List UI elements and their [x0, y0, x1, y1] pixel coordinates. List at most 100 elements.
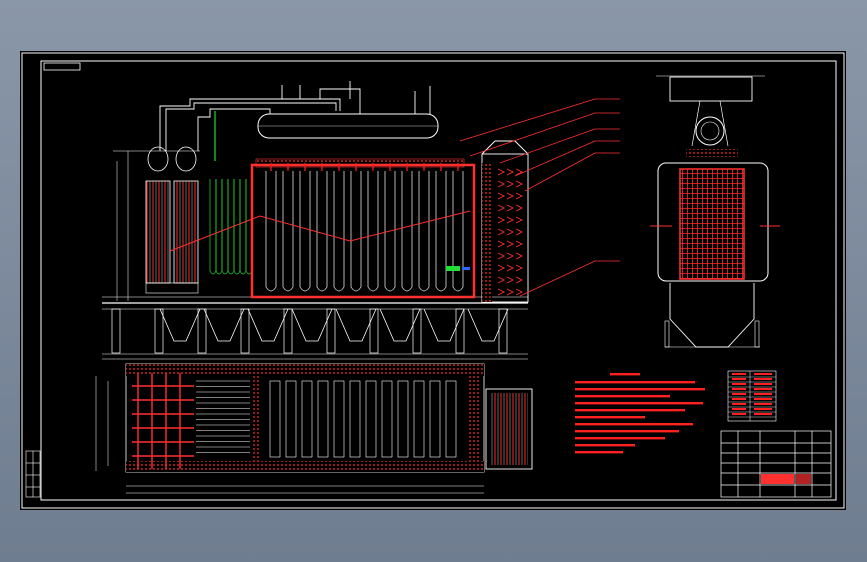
furnace-tube-loop — [333, 171, 345, 292]
ash-hopper — [291, 308, 333, 342]
convection-fin — [506, 180, 515, 188]
convection-fin — [515, 204, 524, 212]
convection-fin — [497, 252, 506, 260]
plan-tube-row — [349, 380, 361, 458]
plan-tube-row — [365, 380, 377, 458]
legend-row-text — [732, 388, 746, 390]
foundation-pier — [326, 308, 336, 354]
furnace-tube-loop — [282, 171, 294, 292]
note-line — [575, 402, 703, 405]
foundation-pier — [283, 308, 293, 354]
foundation-piers — [111, 308, 508, 354]
furnace-tube-loop — [401, 171, 413, 292]
furnace-casing — [250, 163, 476, 299]
drawing-border-outer — [21, 52, 845, 509]
side-furnace-outline — [657, 162, 769, 282]
coil-tube — [233, 179, 241, 275]
convection-fin — [506, 264, 515, 272]
ash-hopper — [467, 308, 509, 342]
convection-fin — [515, 180, 524, 188]
note-line — [575, 451, 623, 454]
legend-row-value — [754, 383, 772, 385]
convection-fin — [497, 192, 506, 200]
binding-strip — [25, 450, 41, 498]
plan-convection-box — [485, 388, 533, 470]
plan-bottom-rail — [126, 461, 484, 472]
boiler-side-section-view — [650, 75, 780, 348]
foundation-pier — [154, 308, 164, 354]
furnace-tube-loop — [384, 171, 396, 292]
legend-row-text — [732, 403, 746, 405]
ash-hopper — [423, 308, 465, 342]
furnace-tube-loop — [452, 171, 464, 292]
foundation-pier — [498, 308, 508, 354]
plan-tube-row — [381, 380, 393, 458]
legend-row-text — [732, 398, 746, 400]
legend-row-value — [754, 413, 772, 415]
note-line — [575, 381, 695, 384]
foundation-pier — [111, 308, 121, 354]
title-block — [720, 430, 832, 498]
plan-top-rail — [126, 364, 484, 376]
green-valve — [446, 266, 460, 271]
ash-hoppers — [159, 308, 509, 342]
convection-fin — [506, 216, 515, 224]
convection-fin — [506, 204, 515, 212]
convection-fin — [497, 168, 506, 176]
legend-row-value — [754, 373, 772, 375]
note-line — [575, 388, 705, 391]
note-line — [575, 395, 670, 398]
side-top-frame — [669, 76, 753, 102]
red-diagonal-pipe — [169, 210, 471, 252]
legend-row-text — [732, 393, 746, 395]
boiler-elevation-view — [102, 81, 529, 360]
plan-tube-row — [429, 380, 441, 458]
legend-row-value — [754, 388, 772, 390]
coil-tube — [239, 179, 247, 275]
convection-fin — [497, 240, 506, 248]
ash-hopper — [247, 308, 289, 342]
legend-row-value — [754, 408, 772, 410]
coil-tube — [221, 179, 229, 275]
coil-bank — [209, 179, 253, 275]
side-header — [686, 149, 738, 157]
legend-row-value — [754, 378, 772, 380]
convection-fin — [515, 276, 524, 284]
plan-tube-row — [333, 380, 345, 458]
ash-hopper — [335, 308, 377, 342]
convection-fin — [506, 252, 515, 260]
cad-viewport[interactable] — [20, 51, 846, 510]
plan-tube-row — [317, 380, 329, 458]
furnace-tube-loops — [265, 163, 464, 292]
note-line — [575, 423, 693, 426]
plan-divider — [252, 364, 260, 472]
furnace-tube-loop — [265, 171, 277, 292]
convection-fin — [515, 240, 524, 248]
convection-fin — [515, 264, 524, 272]
legend-row-text — [732, 378, 746, 380]
legend-row-text — [732, 383, 746, 385]
convection-fin — [506, 192, 515, 200]
convection-fin — [497, 228, 506, 236]
note-line — [575, 416, 645, 419]
convection-fin — [497, 180, 506, 188]
convection-fins — [497, 168, 524, 296]
foundation-pier — [369, 308, 379, 354]
foundation-pier — [240, 308, 250, 354]
convection-fin — [497, 264, 506, 272]
legend-row-value — [754, 393, 772, 395]
convection-fin — [497, 216, 506, 224]
top-pipework — [159, 81, 431, 151]
foundation-pier — [455, 308, 465, 354]
legend-row-value — [754, 403, 772, 405]
convection-fin — [515, 228, 524, 236]
note-line — [575, 444, 635, 447]
side-hopper — [669, 283, 755, 348]
convection-fin — [515, 216, 524, 224]
plan-dimensions — [95, 376, 484, 494]
air-preheater-columns — [145, 146, 199, 294]
convection-fin — [506, 288, 515, 296]
coil-tube — [215, 179, 223, 275]
plan-tube-row — [397, 380, 409, 458]
foundation-pier — [197, 308, 207, 354]
